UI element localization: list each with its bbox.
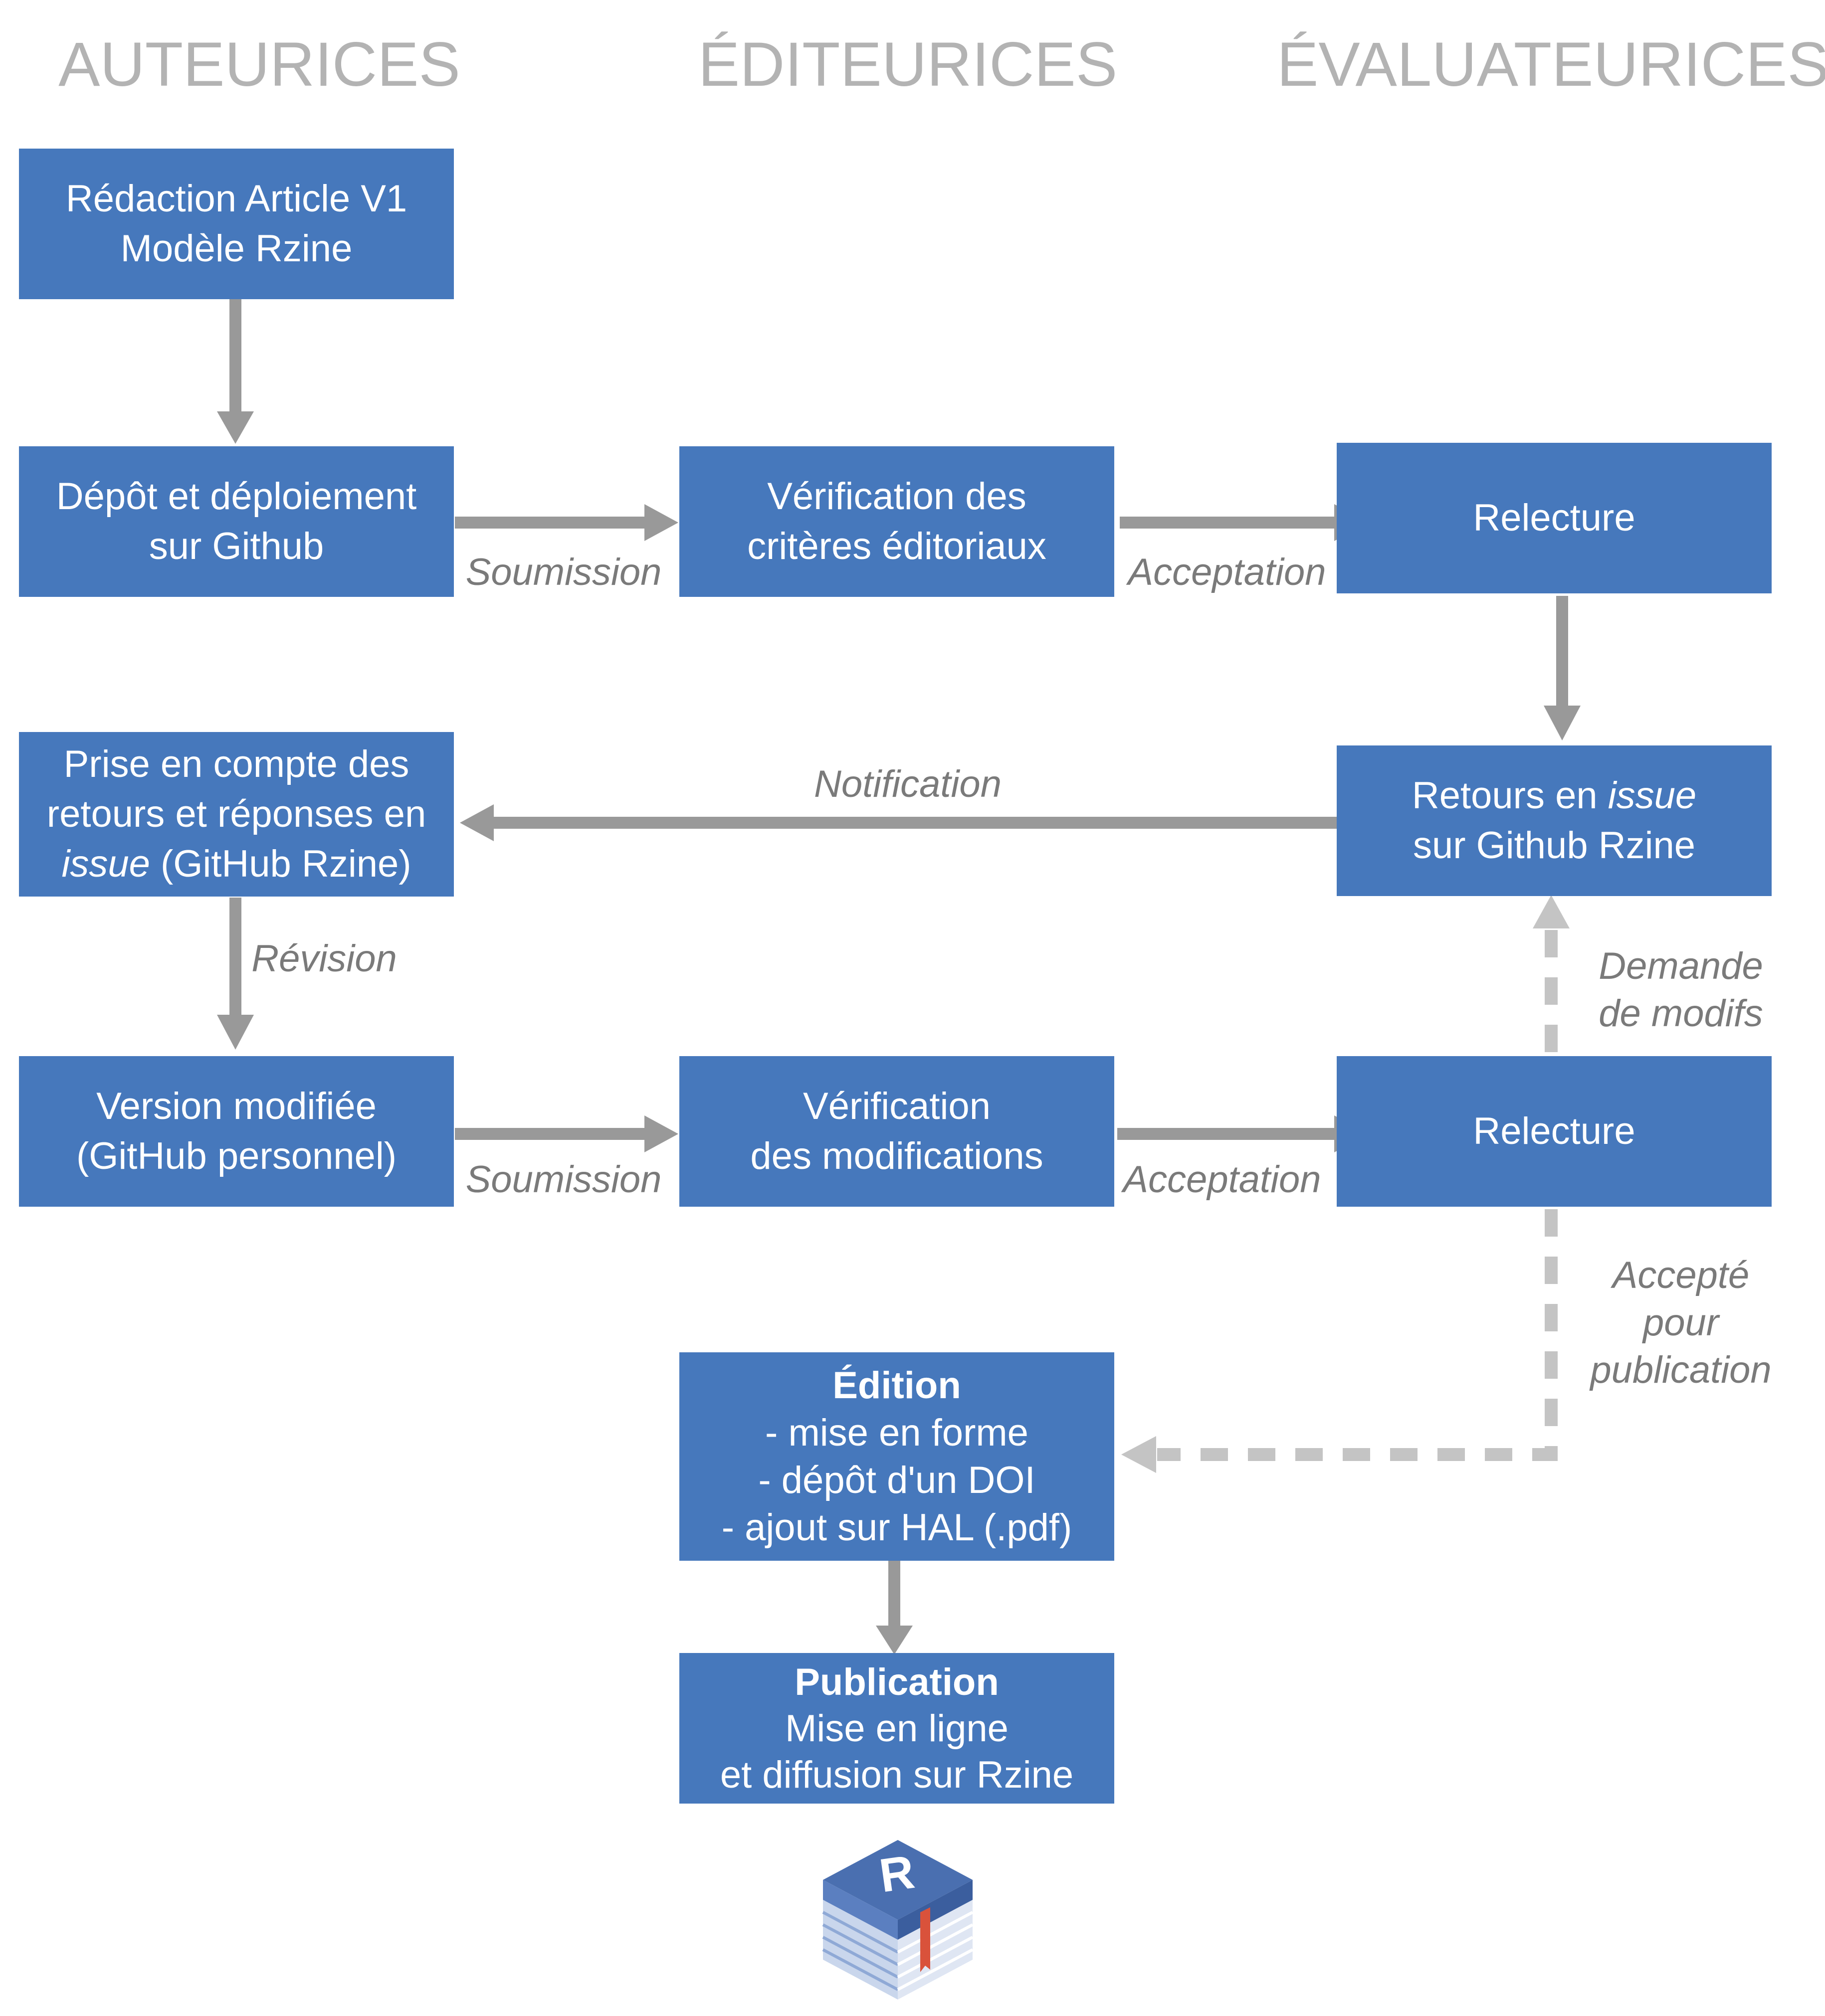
box-version-modifiee: Version modifiée (GitHub personnel) bbox=[19, 1056, 454, 1207]
box-verif1-line-2: critères éditoriaux bbox=[747, 525, 1046, 567]
arrow-retours-to-prise bbox=[494, 817, 1342, 829]
label-accepte-publication: Accepté pour publication bbox=[1571, 1252, 1791, 1394]
label-soumission-2: Soumission bbox=[465, 1158, 662, 1201]
box-depot: Dépôt et déploiement sur Github bbox=[19, 446, 454, 597]
column-header-authors: AUTEURICES bbox=[58, 30, 460, 99]
box-verif2-line-1: Vérification bbox=[803, 1085, 991, 1127]
box-prise-line-3-rest: (GitHub Rzine) bbox=[150, 843, 411, 885]
box-retours-issue: Retours en issue sur Github Rzine bbox=[1337, 745, 1772, 896]
arrow-head-retours-to-prise bbox=[460, 804, 494, 841]
box-retours-line-2: sur Github Rzine bbox=[1413, 824, 1696, 867]
arrow-head-redaction-to-depot bbox=[217, 411, 254, 444]
arrow-prise-to-version bbox=[229, 898, 241, 1015]
label-demande-line-1: Demande bbox=[1599, 945, 1763, 987]
arrow-verif2-to-relecture2 bbox=[1117, 1128, 1334, 1140]
label-accepte-line-3: publication bbox=[1590, 1349, 1772, 1391]
box-retours-line-1: Retours en issue bbox=[1412, 771, 1696, 821]
box-redaction-line-1: Rédaction Article V1 bbox=[65, 178, 407, 220]
box-publication: Publication Mise en ligne et diffusion s… bbox=[679, 1653, 1114, 1804]
arrow-head-depot-to-verif1 bbox=[644, 504, 678, 541]
arrow-head-relecture1-to-retours bbox=[1544, 706, 1581, 740]
label-demande-line-2: de modifs bbox=[1599, 992, 1763, 1035]
label-notification: Notification bbox=[814, 763, 1002, 805]
box-retours-line-1-pre: Retours en bbox=[1412, 774, 1608, 817]
column-header-reviewers: ÉVALUATEURICES bbox=[1277, 30, 1825, 99]
box-relecture2-line-1: Relecture bbox=[1473, 1110, 1635, 1152]
box-edition: Édition - mise en forme - dépôt d'un DOI… bbox=[679, 1352, 1114, 1561]
box-version-line-1: Version modifiée bbox=[96, 1085, 377, 1127]
dashed-arrow-head-retours bbox=[1533, 895, 1570, 928]
dashed-arrow-head-edition bbox=[1121, 1436, 1156, 1473]
box-edition-line-3: - ajout sur HAL (.pdf) bbox=[721, 1506, 1072, 1549]
dashed-arrow-relecture2-to-edition bbox=[1157, 1209, 1558, 1461]
box-edition-line-2: - dépôt d'un DOI bbox=[758, 1459, 1035, 1501]
arrow-edition-to-publication bbox=[888, 1561, 900, 1626]
label-accepte-line-1: Accepté bbox=[1612, 1254, 1750, 1296]
box-verif2-line-2: des modifications bbox=[750, 1135, 1043, 1177]
box-depot-line-1: Dépôt et déploiement bbox=[56, 475, 417, 518]
label-acceptation-1: Acceptation bbox=[1128, 551, 1326, 593]
arrow-version-to-verif2 bbox=[455, 1128, 644, 1140]
label-demande-modifs: Demande de modifs bbox=[1581, 942, 1781, 1037]
box-prise-issue-em: issue bbox=[61, 843, 150, 885]
box-edition-line-1: - mise en forme bbox=[765, 1412, 1028, 1454]
box-retours-issue-em: issue bbox=[1608, 774, 1697, 817]
box-prise-line-2: retours et réponses en bbox=[46, 793, 426, 835]
label-accepte-line-2: pour bbox=[1642, 1301, 1719, 1344]
arrow-head-prise-to-version bbox=[217, 1015, 254, 1050]
box-publication-title: Publication bbox=[795, 1660, 999, 1703]
rzine-logo-letter: R bbox=[876, 1845, 918, 1903]
box-prise-line-3: issue (GitHub Rzine) bbox=[61, 839, 411, 889]
box-redaction: Rédaction Article V1 Modèle Rzine bbox=[19, 149, 454, 299]
arrow-relecture1-to-retours bbox=[1556, 596, 1568, 706]
box-verification-criteres: Vérification des critères éditoriaux bbox=[679, 446, 1114, 597]
box-publication-line-1: Mise en ligne bbox=[785, 1707, 1009, 1750]
label-revision: Révision bbox=[251, 937, 397, 980]
box-verification-modifications: Vérification des modifications bbox=[679, 1056, 1114, 1207]
box-publication-line-2: et diffusion sur Rzine bbox=[720, 1753, 1074, 1796]
label-soumission-1: Soumission bbox=[465, 551, 662, 593]
arrow-redaction-to-depot bbox=[229, 299, 241, 411]
box-depot-line-2: sur Github bbox=[149, 525, 324, 567]
box-relecture-2: Relecture bbox=[1337, 1056, 1772, 1207]
box-edition-title: Édition bbox=[832, 1364, 961, 1407]
arrow-depot-to-verif1 bbox=[455, 517, 644, 529]
box-prise-line-1: Prise en compte des bbox=[63, 743, 409, 785]
box-relecture-1: Relecture bbox=[1337, 443, 1772, 593]
arrow-head-edition-to-publication bbox=[876, 1626, 913, 1654]
box-version-line-2: (GitHub personnel) bbox=[76, 1135, 397, 1177]
box-relecture1-line-1: Relecture bbox=[1473, 497, 1635, 539]
arrow-head-version-to-verif2 bbox=[644, 1115, 678, 1152]
box-prise-en-compte: Prise en compte des retours et réponses … bbox=[19, 732, 454, 897]
box-redaction-line-2: Modèle Rzine bbox=[120, 227, 353, 270]
rzine-book-logo: R bbox=[822, 1840, 974, 2000]
column-header-editors: ÉDITEURICES bbox=[698, 30, 1118, 99]
box-verif1-line-1: Vérification des bbox=[767, 475, 1026, 518]
label-acceptation-2: Acceptation bbox=[1123, 1158, 1321, 1201]
arrow-verif1-to-relecture1 bbox=[1120, 517, 1334, 529]
